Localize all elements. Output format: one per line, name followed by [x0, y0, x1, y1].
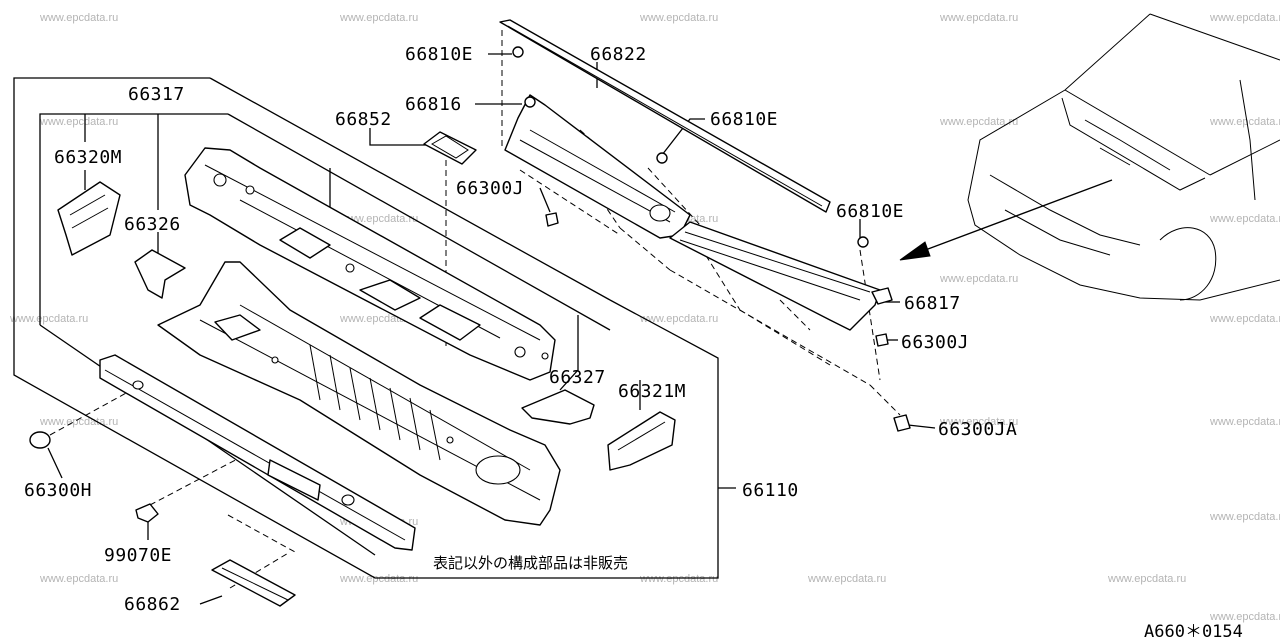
label-66300JA: 66300JA: [938, 419, 1017, 440]
watermark: www.epcdata.ru: [339, 213, 418, 225]
frame-inner-top: [227, 113, 611, 331]
watermark: www.epcdata.ru: [1209, 116, 1280, 128]
part-66321M: [607, 411, 676, 471]
label-66321M: 66321M: [618, 381, 686, 402]
label-66300H: 66300H: [24, 480, 92, 501]
watermark: www.epcdata.ru: [939, 116, 1018, 128]
clip-66300J-right: [875, 333, 889, 347]
label-66110: 66110: [742, 480, 799, 501]
car-overview-illustration: [967, 13, 1280, 301]
clip-66810E-top: [512, 46, 524, 58]
frame-outer: [13, 77, 719, 579]
label-66300J-top: 66300J: [456, 178, 524, 199]
watermark: www.epcdata.ru: [939, 416, 1018, 428]
label-66300J-right: 66300J: [901, 332, 969, 353]
part-66326: [134, 249, 186, 299]
clip-66816: [524, 96, 536, 108]
part-66822-seal: [499, 19, 831, 213]
label-66327: 66327: [549, 367, 606, 388]
clip-66810E-mid: [656, 152, 668, 164]
part-66110-main-panel: [157, 261, 561, 526]
watermark: www.epcdata.ru: [1209, 12, 1280, 24]
watermark: www.epcdata.ru: [39, 12, 118, 24]
watermark: www.epcdata.ru: [339, 573, 418, 585]
frame-outer-top: [209, 77, 611, 301]
clip-99070E: [135, 503, 159, 523]
watermark: www.epcdata.ru: [639, 573, 718, 585]
watermark: www.epcdata.ru: [639, 12, 718, 24]
watermark: www.epcdata.ru: [1209, 511, 1280, 523]
plug-66300H: [29, 431, 51, 449]
watermark: www.epcdata.ru: [939, 12, 1018, 24]
part-66862: [211, 559, 296, 607]
watermark: www.epcdata.ru: [1209, 416, 1280, 428]
location-arrow: [899, 179, 1113, 261]
label-66822: 66822: [590, 44, 647, 65]
part-66327: [521, 389, 595, 425]
watermark: www.epcdata.ru: [39, 416, 118, 428]
part-dash-lower-panel: [99, 354, 416, 551]
watermark: www.epcdata.ru: [1107, 573, 1186, 585]
clip-66810E-right: [857, 236, 869, 248]
label-66862: 66862: [124, 594, 181, 615]
label-66317: 66317: [128, 84, 185, 105]
label-66810E-top: 66810E: [405, 44, 473, 65]
part-66317-upper-panel: [184, 147, 556, 381]
label-66320M: 66320M: [54, 147, 122, 168]
clip-66300JA: [893, 414, 911, 432]
frame-inner: [39, 113, 228, 325]
not-sold-note: 表記以外の構成部品は非販売: [433, 554, 628, 572]
watermark: www.epcdata.ru: [639, 313, 718, 325]
part-cowl-top-upper: [504, 94, 881, 331]
label-66810E-mid: 66810E: [710, 109, 778, 130]
watermark: www.epcdata.ru: [1209, 313, 1280, 325]
leader-lines: [47, 53, 936, 605]
watermark: www.epcdata.ru: [39, 573, 118, 585]
part-labels: 66810E 66822 66317 66816 66852 66810E 66…: [24, 44, 1017, 615]
watermark: www.epcdata.ru: [339, 12, 418, 24]
watermark: www.epcdata.ru: [39, 116, 118, 128]
diagram-code: A660＊0154: [1144, 622, 1243, 640]
label-66816: 66816: [405, 94, 462, 115]
part-66320M: [57, 181, 121, 256]
label-66817: 66817: [904, 293, 961, 314]
clip-66300J-top: [545, 212, 559, 227]
watermark: www.epcdata.ru: [1209, 611, 1280, 623]
clip-66817: [871, 287, 893, 305]
label-66852: 66852: [335, 109, 392, 130]
watermark: www.epcdata.ru: [939, 273, 1018, 285]
label-66810E-right: 66810E: [836, 201, 904, 222]
watermark-layer: www.epcdata.ru www.epcdata.ru www.epcdat…: [9, 12, 1280, 623]
part-66852: [423, 131, 477, 165]
label-99070E: 99070E: [104, 545, 172, 566]
watermark: www.epcdata.ru: [9, 313, 88, 325]
label-66326: 66326: [124, 214, 181, 235]
watermark: www.epcdata.ru: [807, 573, 886, 585]
fasteners: [29, 46, 911, 523]
watermark: www.epcdata.ru: [1209, 213, 1280, 225]
